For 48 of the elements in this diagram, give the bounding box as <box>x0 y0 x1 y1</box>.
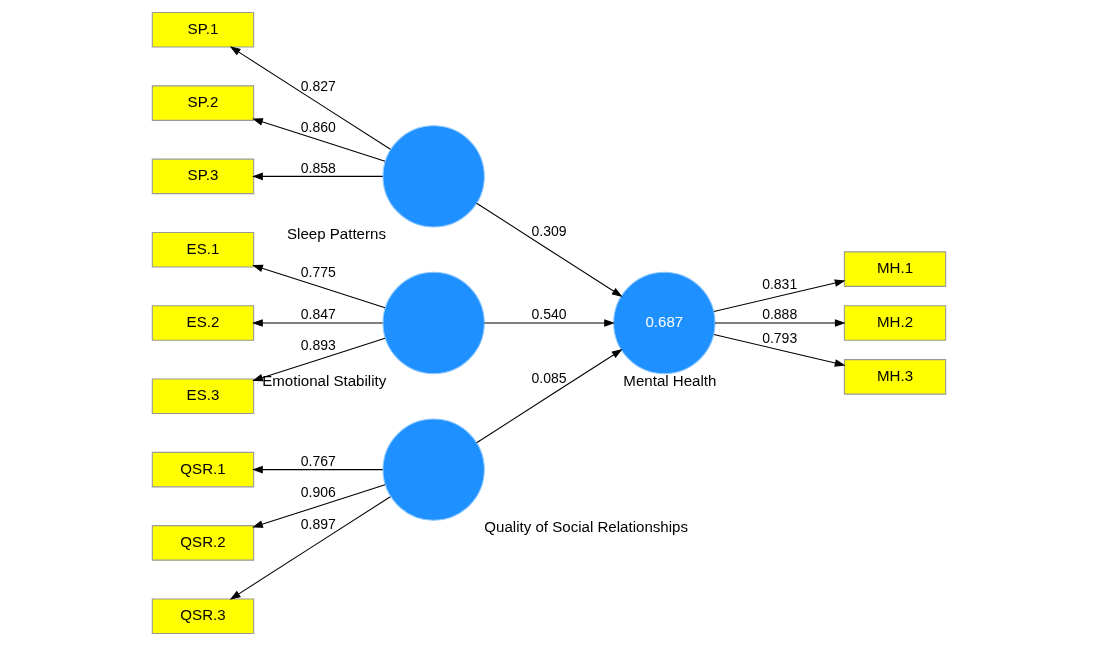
node-box: QSR.3 <box>151 598 255 634</box>
arrow <box>713 279 846 313</box>
arrow <box>252 172 384 181</box>
edge-label: 0.888 <box>762 306 798 323</box>
arrow <box>476 349 623 444</box>
node-box: SP.3 <box>151 158 255 195</box>
arrow <box>252 118 386 162</box>
edge-label: 0.906 <box>300 483 336 500</box>
arrow <box>252 264 386 309</box>
arrow <box>252 465 384 474</box>
arrow <box>483 319 615 327</box>
edge-label: 0.540 <box>531 306 567 323</box>
node-label: Quality of Social Relationships <box>484 518 688 536</box>
edge-label: 0.893 <box>300 337 336 354</box>
arrow <box>252 337 386 382</box>
edge-label: 0.897 <box>300 516 336 533</box>
node-box: ES.1 <box>151 231 255 268</box>
edge-label: 0.309 <box>531 223 567 240</box>
node-box: QSR.1 <box>151 451 255 488</box>
arrow <box>476 202 623 297</box>
edge-label: 0.085 <box>531 369 567 386</box>
edge-label: 0.858 <box>300 159 336 176</box>
arrow <box>252 484 386 528</box>
node-box: MH.1 <box>843 251 947 287</box>
edge-label: 0.847 <box>300 306 336 323</box>
arrow <box>229 46 391 150</box>
arrow <box>252 319 384 327</box>
arrow <box>714 319 846 327</box>
node-circle <box>382 125 485 228</box>
node-box: MH.2 <box>843 305 947 341</box>
node-circle <box>382 271 485 375</box>
node-box: ES.2 <box>151 305 255 341</box>
edge-label: 0.793 <box>762 329 798 346</box>
edge-label: 0.775 <box>300 264 336 281</box>
node-box: MH.3 <box>843 359 947 395</box>
node-circle <box>382 418 485 521</box>
node-box: QSR.2 <box>151 525 255 561</box>
edge-label: 0.860 <box>300 118 336 135</box>
arrow <box>229 496 391 600</box>
arrow <box>713 333 846 367</box>
node-box: SP.1 <box>151 12 255 48</box>
edge-label: 0.831 <box>762 275 798 292</box>
node-label: Emotional Stability <box>262 371 387 389</box>
edge-label: 0.827 <box>300 77 336 94</box>
node-box: SP.2 <box>151 85 255 121</box>
edge-label: 0.767 <box>300 452 336 469</box>
node-box: ES.3 <box>151 378 255 415</box>
node-label: Sleep Patterns <box>287 225 386 243</box>
